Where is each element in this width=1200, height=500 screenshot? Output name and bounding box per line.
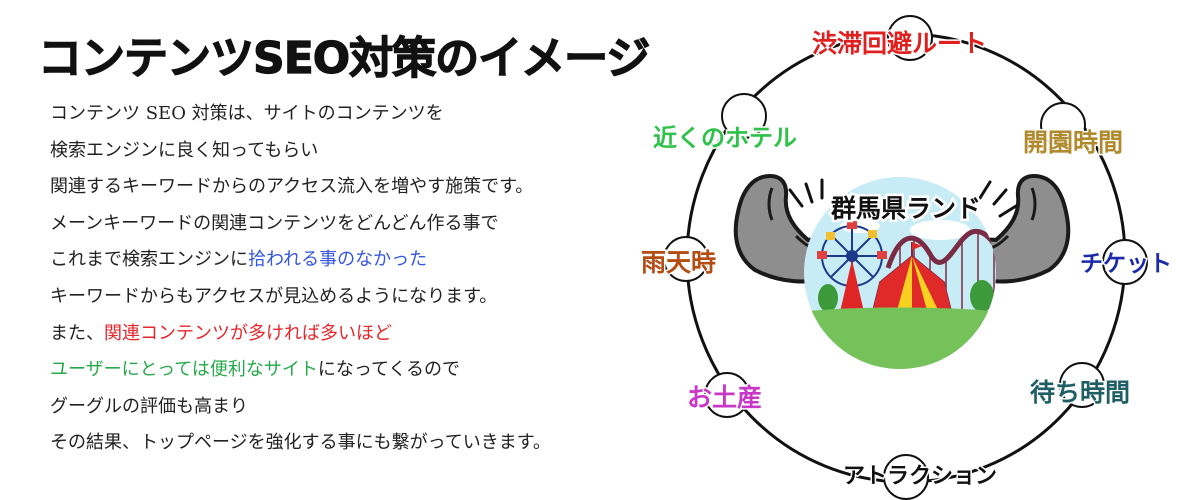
- node-circle-top: [887, 15, 933, 61]
- text-segment: 検索エンジンに良く知ってもらい: [50, 139, 319, 161]
- node-label-rainy-day: 雨天時: [639, 247, 717, 279]
- node-circle-bottom-left: [704, 372, 750, 418]
- text-segment: コンテンツ SEO 対策は、サイトのコンテンツを: [50, 103, 444, 124]
- description-line: 関連するキーワードからのアクセス流入を増やす施策です。: [50, 169, 630, 206]
- center-label: 群馬県ランド: [831, 194, 981, 223]
- node-label-ticket: チケット: [1079, 250, 1174, 279]
- text-segment: キーワードからもアクセスが見込めるようになります。: [50, 285, 498, 307]
- description-line: グーグルの評価も高まり: [50, 389, 630, 426]
- node-label-traffic-route: 渋滞回避ルート: [810, 28, 988, 60]
- text-segment: メーンキーワードの関連コンテンツをどんどん作る事で: [50, 212, 499, 234]
- text-segment: これまで検索エンジンに: [50, 249, 248, 271]
- node-circle-right: [1102, 239, 1148, 285]
- description-line: コンテンツ SEO 対策は、サイトのコンテンツを: [50, 96, 630, 133]
- text-segment: また、: [50, 322, 104, 344]
- node-circle-top-left: [721, 93, 767, 139]
- node-circle-left: [663, 236, 709, 282]
- node-label-wait-time: 待ち時間: [1028, 377, 1131, 409]
- text-segment: 関連するキーワードからのアクセス流入を増やす施策です。: [50, 176, 534, 198]
- description-line: また、関連コンテンツが多ければ多いほど: [50, 316, 630, 353]
- text-segment: グーグルの評価も高まり: [50, 395, 248, 417]
- description-line: その結果、トップページを強化する事にも繋がっていきます。: [50, 425, 630, 462]
- node-label-souvenirs: お土産: [685, 382, 763, 414]
- circus-tent-icon: [871, 242, 953, 315]
- node-circle-bottom-right: [1059, 362, 1105, 408]
- description-line: ユーザーにとっては便利なサイトになってくるので: [50, 352, 630, 389]
- node-label-opening-hours: 開園時間: [1021, 127, 1124, 159]
- description-line: メーンキーワードの関連コンテンツをどんどん作る事で: [50, 206, 630, 243]
- page-title: コンテンツSEO対策のイメージ: [37, 32, 650, 84]
- node-circle-top-right: [1040, 102, 1086, 148]
- description-line: 検索エンジンに良く知ってもらい: [50, 133, 630, 170]
- text-segment: になってくるので: [317, 359, 461, 381]
- highlight-green: ユーザーにとっては便利なサイト: [50, 359, 318, 381]
- description-text: コンテンツ SEO 対策は、サイトのコンテンツを検索エンジンに良く知ってもらい関…: [50, 96, 630, 462]
- description-line: これまで検索エンジンに拾われる事のなかった: [50, 242, 630, 279]
- description-line: キーワードからもアクセスが見込めるようになります。: [50, 279, 630, 316]
- emphasis-lines: [788, 178, 1018, 218]
- highlight-blue: 拾われる事のなかった: [248, 249, 428, 271]
- node-circles: [663, 15, 1148, 500]
- highlight-red: 関連コンテンツが多ければ多いほど: [104, 322, 392, 344]
- node-label-nearby-hotel: 近くのホテル: [652, 123, 799, 154]
- node-circle-bottom: [883, 454, 929, 500]
- node-label-attractions: アトラクション: [841, 463, 998, 491]
- text-segment: その結果、トップページを強化する事にも繋がっていきます。: [50, 432, 551, 454]
